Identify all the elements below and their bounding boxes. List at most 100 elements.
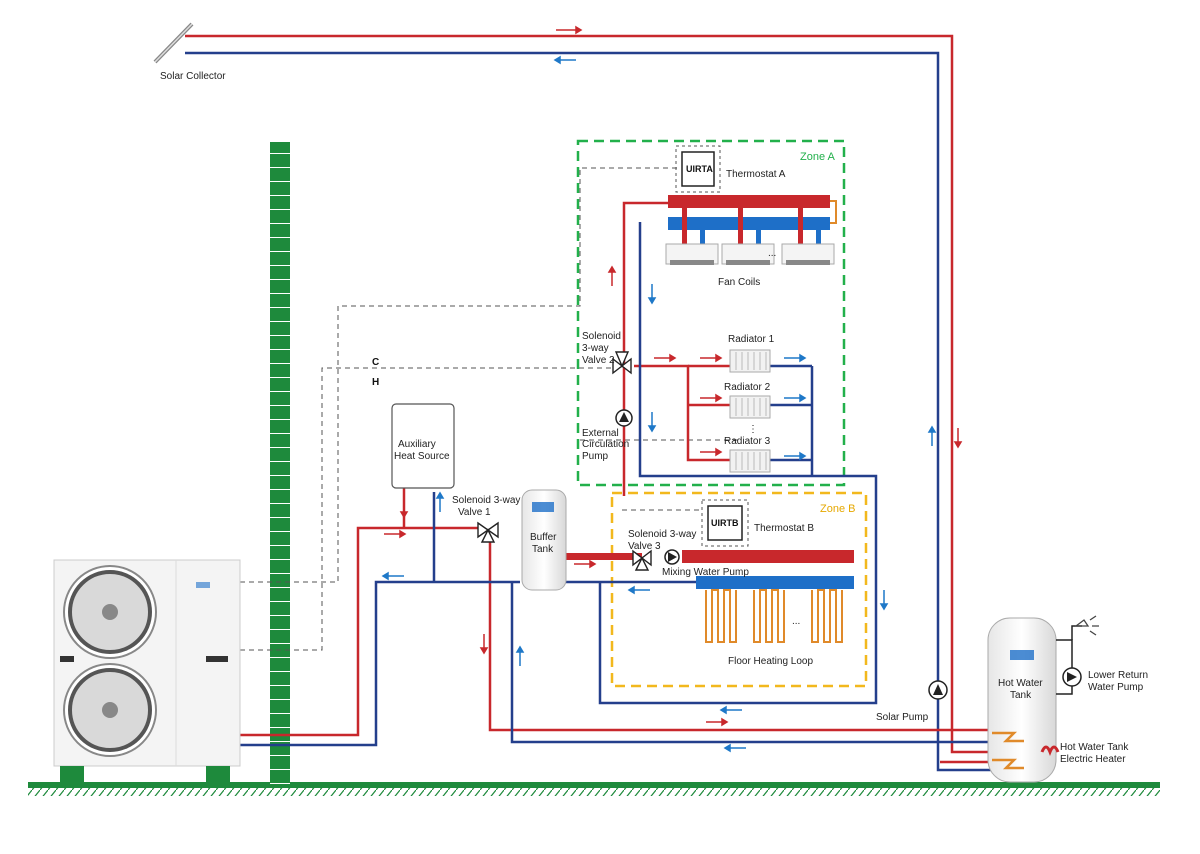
radiator-unit — [729, 395, 771, 419]
solenoid-valve-1 — [477, 521, 499, 543]
radiator-unit — [729, 449, 771, 473]
flow-arrow — [784, 393, 807, 403]
aux-label-2: Heat Source — [394, 451, 450, 462]
buffer-label-2: Tank — [532, 544, 554, 555]
flow-arrow — [399, 498, 409, 519]
flow-arrow — [553, 55, 576, 65]
electric-heater-icon — [1040, 745, 1060, 757]
flow-arrow — [706, 717, 729, 727]
hw-tank-label-1: Hot Water — [998, 678, 1043, 689]
solar-loop-pipes — [185, 34, 1010, 772]
solar-collector-label: Solar Collector — [160, 71, 226, 82]
zone-a-supply-manifold — [668, 195, 830, 208]
radiator-3-label: Radiator 3 — [724, 436, 771, 447]
radiators — [729, 349, 771, 473]
thermostat-b-code: UIRTB — [711, 518, 739, 528]
hot-supply-pipes — [240, 201, 1000, 764]
solar-collector — [153, 22, 194, 64]
thermostat-a-dashed-frame — [675, 145, 721, 193]
c-line-label: C — [372, 357, 379, 368]
buffer-tank — [521, 489, 567, 591]
solar-pump — [928, 680, 948, 700]
solenoid-1-label-2: Valve 1 — [458, 507, 491, 518]
flow-arrow — [927, 425, 937, 446]
solenoid-1-label-1: Solenoid 3-way — [452, 495, 520, 506]
flow-arrow — [627, 585, 650, 595]
thermostat-b-label: Thermostat B — [754, 523, 814, 534]
flow-arrow — [784, 353, 807, 363]
zone-a-label: Zone A — [800, 151, 836, 163]
flow-arrow — [384, 529, 407, 539]
ext-pump-label-1: External — [582, 428, 619, 439]
thermostat-a-code: UIRTA — [686, 164, 713, 174]
radiator-2-label: Radiator 2 — [724, 382, 771, 393]
solenoid-3-label-1: Solenoid 3-way — [628, 529, 696, 540]
radiator-1-label: Radiator 1 — [728, 334, 775, 345]
cold-return-pipes — [240, 222, 990, 747]
fan-coils — [665, 208, 835, 265]
floor-loop-label: Floor Heating Loop — [728, 656, 813, 667]
building-wall — [270, 142, 290, 784]
lower-pump-label-2: Water Pump — [1088, 682, 1144, 693]
ext-pump-label-3: Pump — [582, 451, 609, 462]
ground-line — [28, 782, 1160, 788]
fan-coils-label: Fan Coils — [718, 277, 760, 288]
thermostat-b-dashed-frame — [701, 499, 749, 547]
flow-arrow — [381, 571, 404, 581]
aux-label-1: Auxiliary — [398, 439, 436, 450]
flow-arrows-blue — [381, 55, 937, 753]
fan-coil-unit — [721, 208, 775, 265]
flow-arrow — [879, 590, 889, 611]
floor-loop-ellipsis: ... — [792, 616, 800, 627]
radiator-unit — [729, 349, 771, 373]
control-wires — [240, 167, 740, 651]
zone-b-return-manifold — [696, 576, 854, 589]
mixing-water-pump — [664, 549, 680, 565]
radiator-ellipsis: ⋮ — [748, 424, 758, 435]
zone-b-supply-manifold — [682, 550, 854, 563]
mixing-pump-label: Mixing Water Pump — [662, 567, 749, 578]
auxiliary-heat-source — [391, 403, 455, 489]
heat-pump-outdoor-unit — [53, 559, 241, 782]
hot-water-tank-logo — [1010, 650, 1034, 660]
zone-b-label: Zone B — [820, 503, 855, 515]
hw-heater-label-2: Electric Heater — [1060, 754, 1126, 765]
flow-arrow — [647, 284, 657, 305]
flow-arrow — [719, 705, 742, 715]
zone-a-box — [576, 139, 846, 487]
lower-pump-label-1: Lower Return — [1088, 670, 1148, 681]
thermostat-b-body — [707, 505, 743, 541]
flow-arrows-red — [384, 25, 963, 727]
shower-tap-icon — [1074, 615, 1099, 636]
fan-coil-ellipsis: ... — [768, 248, 776, 259]
external-circulation-pump — [615, 409, 633, 427]
flow-arrow — [556, 25, 583, 35]
flow-arrow — [654, 353, 677, 363]
flow-arrow — [953, 428, 963, 449]
fan-coil-unit — [665, 208, 719, 265]
lower-return-water-pump — [1062, 667, 1082, 687]
flow-arrow — [700, 393, 723, 403]
floor-heating-coils — [705, 589, 843, 643]
flow-arrow — [700, 353, 723, 363]
thermostat-a-label: Thermostat A — [726, 169, 786, 180]
solenoid-valve-3 — [632, 549, 652, 571]
flow-arrow — [479, 634, 489, 655]
solenoid-3-label-2: Valve 3 — [628, 541, 661, 552]
flow-arrow — [784, 451, 807, 461]
solenoid-2-label-2: 3-way — [582, 343, 609, 354]
hw-tank-label-2: Tank — [1010, 690, 1032, 701]
buffer-to-zone-b-pipe — [566, 553, 642, 560]
flow-arrow — [647, 412, 657, 433]
buffer-label-1: Buffer — [530, 532, 557, 543]
zone-a-manifold-end — [830, 200, 837, 224]
solenoid-2-label-1: Solenoid — [582, 331, 621, 342]
flow-arrow — [700, 447, 723, 457]
flow-arrow — [607, 265, 617, 286]
hw-heater-label-1: Hot Water Tank — [1060, 742, 1129, 753]
zone-a-return-manifold — [668, 217, 830, 230]
flow-arrow — [435, 491, 445, 512]
buffer-tank-logo — [532, 502, 554, 512]
